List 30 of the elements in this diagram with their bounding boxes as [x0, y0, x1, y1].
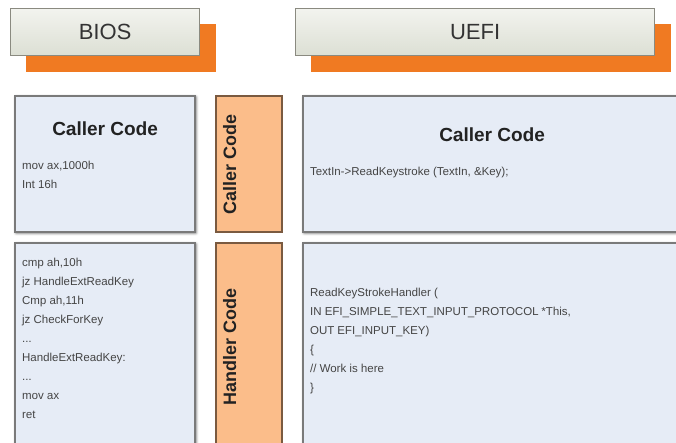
header-text: UEFI: [450, 19, 500, 45]
tab-label: Caller Code: [220, 114, 242, 214]
panel-title: Caller Code: [438, 125, 546, 147]
code-panel: [302, 242, 676, 443]
code-line: mov ax: [22, 389, 60, 404]
code-line: ...: [22, 370, 33, 385]
row-label-tab: [215, 95, 283, 233]
code-panel: [302, 95, 676, 233]
code-line: TextIn->ReadKeystroke (TextIn, &Key);: [310, 165, 510, 180]
code-line: mov ax,1000h: [22, 159, 96, 174]
row-label-tab: [215, 242, 283, 443]
code-line: cmp ah,10h: [22, 256, 84, 271]
code-line: HandleExtReadKey:: [22, 351, 127, 366]
code-line: Int 16h: [22, 178, 58, 193]
code-line: ReadKeyStrokeHandler (: [310, 286, 439, 301]
code-line: ret: [22, 408, 36, 423]
code-panel: [14, 242, 196, 443]
code-line: OUT EFI_INPUT_KEY): [310, 324, 430, 339]
tab-label: Handler Code: [220, 288, 242, 406]
code-line: }: [310, 381, 315, 396]
code-line: {: [310, 343, 315, 358]
panel-title: Caller Code: [51, 119, 159, 141]
code-line: jz CheckForKey: [22, 313, 104, 328]
code-panel: [14, 95, 196, 233]
code-line: jz HandleExtReadKey: [22, 275, 135, 290]
code-line: IN EFI_SIMPLE_TEXT_INPUT_PROTOCOL *This,: [310, 305, 572, 320]
code-line: // Work is here: [310, 362, 385, 377]
code-line: Cmp ah,11h: [22, 294, 85, 309]
header-text: BIOS: [78, 19, 132, 45]
code-line: ...: [22, 332, 33, 347]
